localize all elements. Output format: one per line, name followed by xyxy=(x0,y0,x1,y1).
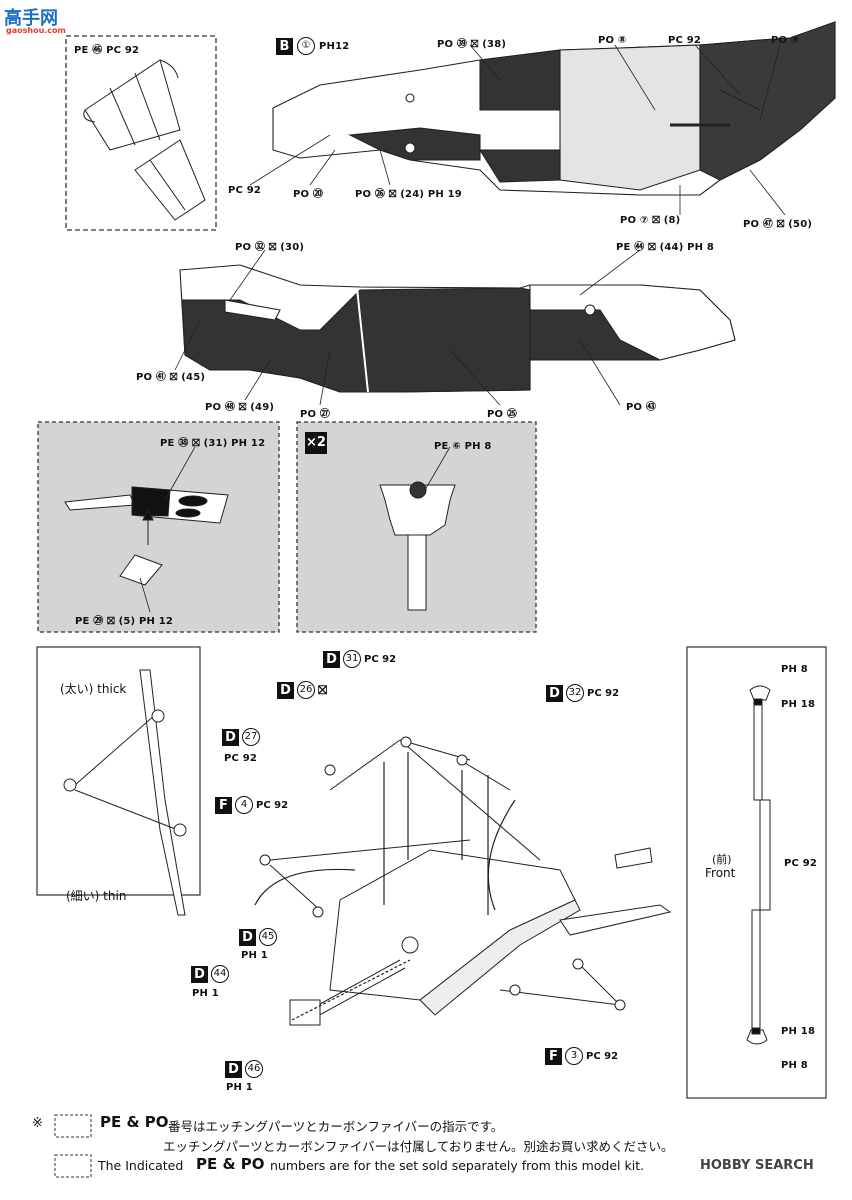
callout-d45-ph: PH 1 xyxy=(241,950,268,961)
callout-d26-tag: D xyxy=(277,681,294,699)
fuselage-drawing xyxy=(179,264,736,393)
ph8-top-label: PH 8 xyxy=(781,664,808,675)
footnote-line3-prefix: The Indicated xyxy=(98,1158,184,1173)
ph18-bottom-label: PH 18 xyxy=(781,1026,816,1037)
gray-panel-1-parts xyxy=(64,486,229,586)
footnote-line3-suffix: numbers are for the set sold separately … xyxy=(270,1158,645,1173)
thin-label: (細い) thin xyxy=(66,889,127,903)
watermark-logo: 高手网 xyxy=(4,8,58,29)
label-po48: PO ㊽ ⛝ (49) xyxy=(205,402,275,413)
callout-f4-tag: F xyxy=(215,796,232,814)
gray1-label-bottom: PE ㉙ ⛝ (5) PH 12 xyxy=(75,616,174,627)
multiplier-badge: ×2 xyxy=(305,432,327,454)
inset-panel-parts xyxy=(83,59,206,221)
callout-f4-num: 4 xyxy=(235,796,253,814)
callout-d31: D 31 PC 92 xyxy=(323,650,396,668)
callout-d46-tag: D xyxy=(225,1060,242,1078)
label-po43: PO ㊸ xyxy=(626,402,657,413)
ph8-bottom-label: PH 8 xyxy=(781,1060,808,1071)
label-po8: PO ⑧ xyxy=(598,35,627,46)
label-po9: PO ⑨ xyxy=(771,35,800,46)
callout-d44: D 44 xyxy=(191,965,229,983)
label-po32: PO ㉜ ⛝ (30) xyxy=(235,242,305,253)
no-paint-icon: ⛝ xyxy=(318,682,328,697)
watermark-bottom: HOBBY SEARCH xyxy=(700,1158,814,1173)
callout-d44-ph: PH 1 xyxy=(192,988,219,999)
label-po26: PO ㉖ ⛝ (24) PH 19 xyxy=(355,189,462,200)
callout-d31-tag: D xyxy=(323,650,340,668)
label-po27: PO ㉗ xyxy=(300,409,331,420)
left-detail-parts xyxy=(63,669,187,916)
callout-d27: D 27 xyxy=(222,728,260,746)
footnote-mark: ※ xyxy=(32,1116,43,1131)
callout-f3: F 3 PC 92 xyxy=(545,1047,618,1065)
callout-d46-ph: PH 1 xyxy=(226,1082,253,1093)
gray-panel-2-parts xyxy=(379,481,456,611)
callout-d45-tag: D xyxy=(239,928,256,946)
suspension-drawing xyxy=(259,736,672,1026)
section-b-header: B ① PH12 xyxy=(276,37,349,55)
label-pc92-top: PC 92 xyxy=(668,35,702,46)
callout-f3-pc: PC 92 xyxy=(586,1050,619,1062)
pc92-right-label: PC 92 xyxy=(784,858,818,869)
thick-label: (太い) thick xyxy=(60,682,127,696)
suspension-arrows xyxy=(254,752,516,1021)
callout-f3-tag: F xyxy=(545,1047,562,1065)
gray1-label-top: PE ㊳ ⛝ (31) PH 12 xyxy=(160,438,266,449)
gray2-label: PE ⑥ PH 8 xyxy=(434,441,492,452)
callout-d26: D 26 ⛝ xyxy=(277,681,327,699)
label-po41: PO ㊶ ⛝ (45) xyxy=(136,372,206,383)
callout-d32: D 32 PC 92 xyxy=(546,684,619,702)
inset-part-label: PE ㊻ PC 92 xyxy=(74,45,140,56)
watermark-url: gaoshou.com xyxy=(6,26,66,35)
gray-panel-1 xyxy=(37,421,280,633)
callout-d32-pc: PC 92 xyxy=(587,687,620,699)
section-b-number: ① xyxy=(297,37,315,55)
label-po39: PO ㊴ ⛝ (38) xyxy=(437,39,507,50)
callout-d32-tag: D xyxy=(546,684,563,702)
callout-d44-tag: D xyxy=(191,965,208,983)
footnote-line2: エッチングパーツとカーボンファイバーは付属しておりません。別途お買い求めください… xyxy=(163,1139,674,1154)
callout-d31-num: 31 xyxy=(343,650,361,668)
label-po25: PO ㉕ xyxy=(487,409,518,420)
front-jp-label: (前) xyxy=(712,853,732,866)
footnote-line3-codes: PE & PO xyxy=(196,1155,265,1173)
footnote-line1: 番号はエッチングパーツとカーボンファイバーの指示です。 xyxy=(168,1119,504,1134)
leader-lines xyxy=(139,44,786,613)
callout-d27-pc: PC 92 xyxy=(224,753,258,764)
callout-f4: F 4 PC 92 xyxy=(215,796,288,814)
label-pc92-left: PC 92 xyxy=(228,185,262,196)
callout-f3-num: 3 xyxy=(565,1047,583,1065)
callout-d46: D 46 xyxy=(225,1060,263,1078)
callout-d26-num: 26 xyxy=(297,681,315,699)
label-pe44: PE ㊹ ⛝ (44) PH 8 xyxy=(616,242,715,253)
callout-f4-pc: PC 92 xyxy=(256,799,289,811)
ph18-top-label: PH 18 xyxy=(781,699,816,710)
callout-d45: D 45 xyxy=(239,928,277,946)
label-po7: PO ⑦ ⛝ (8) xyxy=(620,215,681,226)
callout-d45-num: 45 xyxy=(259,928,277,946)
section-b-tag: B xyxy=(276,37,293,55)
right-detail-part xyxy=(746,685,771,1045)
footnote-box-1 xyxy=(54,1114,92,1138)
front-en-label: Front xyxy=(705,866,736,880)
callout-d27-num: 27 xyxy=(242,728,260,746)
b-section-drawing xyxy=(272,21,836,196)
callout-d46-num: 46 xyxy=(245,1060,263,1078)
footnote-box-2 xyxy=(54,1154,92,1178)
callout-d44-num: 44 xyxy=(211,965,229,983)
label-po20: PO ⑳ xyxy=(293,189,324,200)
section-b-ph: PH12 xyxy=(319,40,350,52)
footnote-codes-jp: PE & PO xyxy=(100,1113,169,1131)
callout-d32-num: 32 xyxy=(566,684,584,702)
callout-d31-pc: PC 92 xyxy=(364,653,397,665)
callout-d27-tag: D xyxy=(222,728,239,746)
label-po47: PO ㊼ ⛝ (50) xyxy=(743,219,813,230)
